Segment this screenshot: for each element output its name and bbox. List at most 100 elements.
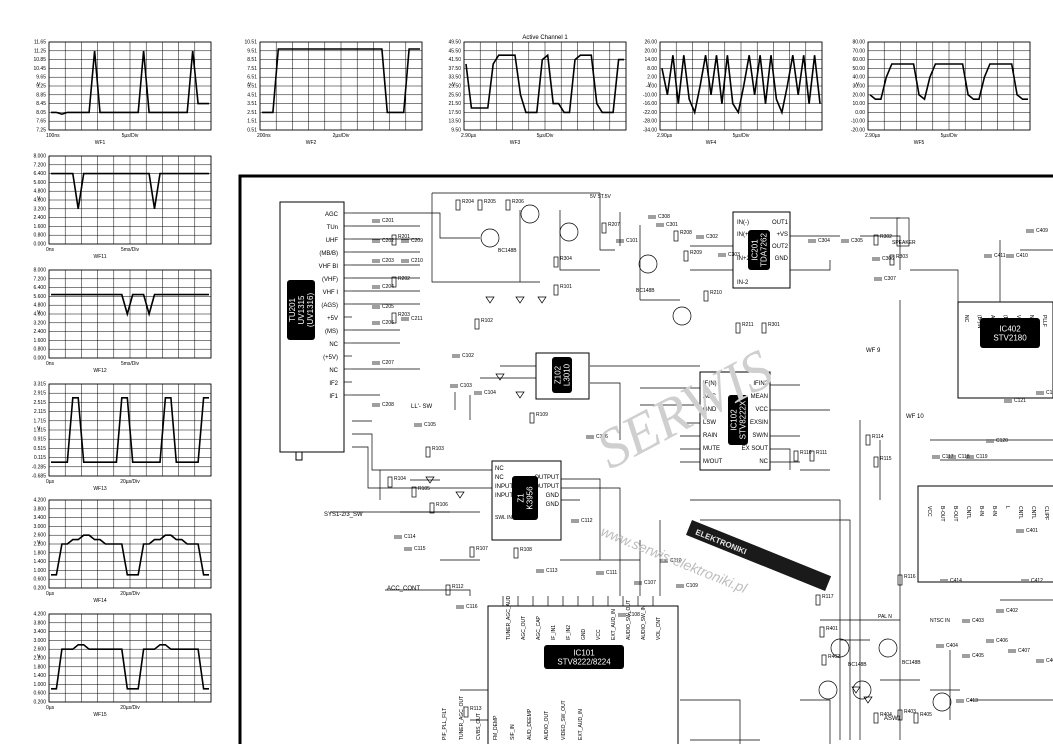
y-tick-label: 8.51 [247, 57, 257, 63]
y-tick-label: 7.200 [33, 276, 46, 282]
resistor-r115: R115 [873, 456, 892, 468]
resistor-r303: R303 [889, 254, 908, 266]
wire [680, 699, 741, 744]
ic102-pin-right: NC [759, 459, 768, 465]
resistor-body [815, 594, 821, 606]
time-div-label: 5µs/Div [122, 133, 139, 139]
transistor-q404 [932, 692, 952, 712]
waveform-trace [262, 48, 420, 114]
resistor-r101: R101 [553, 284, 572, 296]
acc-cont-label: ACC_CONT [387, 586, 420, 592]
tuner-pin-label: (VHF) [322, 277, 338, 283]
capacitor-plates [372, 285, 380, 289]
ic201-pin-right: GND [775, 256, 789, 262]
resistor-ref: R401 [826, 626, 838, 632]
y-tick-label: 6.51 [247, 75, 257, 81]
ic-badge-text: IC201 [751, 239, 760, 261]
resistor-ref: R211 [742, 322, 754, 328]
resistor-r211: R211 [735, 322, 754, 334]
y-tick-label: 7.25 [36, 128, 46, 134]
y-tick-label: -16.00 [643, 101, 657, 107]
resistor-body [425, 446, 431, 458]
capacitor-plates [841, 239, 849, 243]
y-tick-label: 0.115 [34, 455, 46, 461]
ic101-pin-label-bottom: AUDIO_OUT [544, 711, 550, 740]
capacitor-c119: C119 [966, 454, 988, 460]
capacitor-plates [616, 239, 624, 243]
y-tick-label: 3.800 [33, 506, 46, 512]
wire [700, 519, 851, 740]
ic-badge-text: TU201 [288, 297, 297, 322]
tuner-pin-label: (MB/B) [319, 251, 338, 257]
y-tick-label: 4.200 [33, 498, 46, 504]
transistor-q203 [559, 222, 579, 242]
scope-grid [48, 41, 212, 131]
capacitor-plates [372, 403, 380, 407]
y-tick-label: 80.00 [852, 40, 865, 46]
capacitor-ref: C121 [1014, 398, 1026, 404]
y-tick-label: 2.400 [33, 215, 46, 221]
y-tick-label: 20.00 [644, 48, 657, 54]
capacitor-c414: C414 [940, 578, 962, 584]
ic102-pin-right: IFIN2 [753, 381, 768, 387]
capacitor-plates [372, 259, 380, 263]
x-start-label: 2.90µs [657, 133, 673, 139]
capacitor-plates [586, 435, 594, 439]
capacitor-c105: C105 [414, 422, 436, 428]
resistor-ref: R405 [920, 712, 932, 718]
ic101-pin-label-bottom: SIF_IN [510, 724, 516, 740]
y-tick-label: 6.400 [33, 285, 46, 291]
resistor-r205: R205 [477, 199, 496, 211]
transistor-part-label: BC148B [498, 248, 517, 254]
scope-grid [463, 41, 627, 131]
resistor-ref: R109 [536, 412, 548, 418]
y-tick-label: -34.00 [643, 128, 657, 134]
y-tick-label: 4.51 [247, 92, 257, 98]
resistor-body [819, 626, 825, 638]
resistor-r109: R109 [529, 412, 548, 424]
capacitor-c108: C108 [618, 612, 640, 618]
ic402-pin-label: VCC [1015, 315, 1021, 326]
capacitor-c301: C301 [656, 222, 678, 228]
resistor-r117: R117 [815, 594, 834, 606]
capacitor-plates [986, 639, 994, 643]
y-tick-label: -4.00 [646, 84, 658, 90]
y-tick-label: 1.400 [33, 673, 46, 679]
y-tick-label: 9.50 [451, 128, 461, 134]
k3956-pin-right: GND [546, 502, 560, 508]
capacitor-ref: C303 [728, 252, 740, 258]
ic102-pin-right: VCC [755, 407, 768, 413]
watermark-band [686, 520, 832, 592]
k3956-pin-left: INPUT [495, 484, 513, 490]
resistor-r112: R112 [445, 584, 464, 596]
ntsc-label: NTSC IN [930, 618, 950, 624]
ic102-pin-left: M/OUT [703, 459, 723, 465]
resistor-body [391, 234, 397, 246]
ic402-pin-label: (B-)IN [976, 315, 982, 329]
diode-d203 [863, 696, 873, 704]
capacitor-plates [956, 699, 964, 703]
capacitor-ref: C401 [1026, 528, 1038, 534]
y-unit-label: V [37, 82, 41, 88]
y-tick-label: 3.800 [33, 620, 46, 626]
waveform-trace [51, 397, 209, 463]
resistor-r108: R108 [513, 547, 532, 559]
capacitor-c206: C206 [372, 320, 394, 326]
y-tick-label: 70.00 [852, 48, 865, 54]
ic-badge-text: IC102 [730, 409, 739, 431]
y-tick-label: 8.000 [33, 268, 46, 274]
lower-ic-pin-label: CNTL [965, 506, 971, 519]
resistor-ref: R117 [822, 594, 834, 600]
y-tick-label: 8.000 [33, 154, 46, 160]
capacitor-ref: C402 [1006, 608, 1018, 614]
capacitor-c117: C117 [932, 454, 954, 460]
tuner-pin-label: AGC [325, 212, 339, 218]
capacitor-c103: C103 [450, 383, 472, 389]
capacitor-c402: C402 [996, 608, 1018, 614]
wf10-label: WF 10 [906, 414, 924, 420]
resistor-body [553, 284, 559, 296]
